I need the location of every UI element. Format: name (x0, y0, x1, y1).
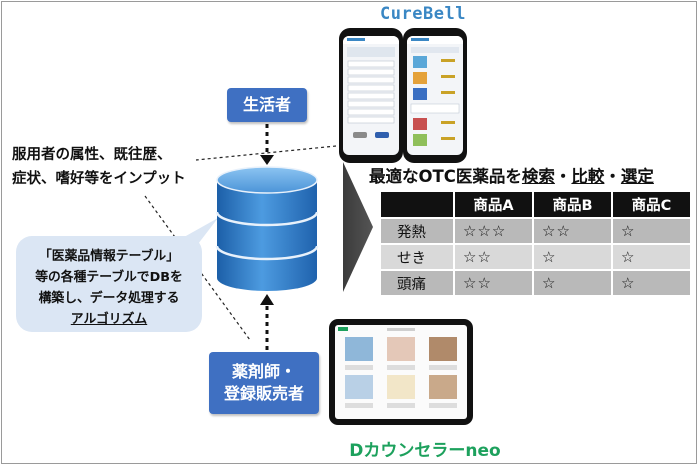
table-header-empty (379, 190, 455, 219)
rating-cell: ☆ (532, 269, 613, 297)
table-header-b: 商品B (532, 190, 613, 219)
title-search: 検索 (521, 167, 555, 186)
title-sep2: ・ (604, 167, 621, 186)
bubble-line3: 構築し、データ処理する (38, 291, 180, 306)
tablet-screenshot (329, 319, 473, 425)
phone-screenshot-right (403, 28, 467, 163)
rating-cell: ☆ (611, 217, 692, 245)
pharmacist-to-db-arrow (260, 294, 274, 350)
title-prefix: 最適なOTC医薬品を (369, 167, 522, 186)
tablet-screen-graphic (338, 327, 457, 408)
rating-cell: ☆☆☆ (453, 217, 534, 245)
row-label: せき (379, 243, 455, 271)
phone-screenshot-left (339, 28, 403, 163)
table-header-a: 商品A (453, 190, 534, 219)
rating-cell: ☆ (611, 269, 692, 297)
table-row: 頭痛 ☆☆ ☆ ☆ (379, 269, 692, 297)
database-cylinder-icon (215, 166, 319, 291)
rating-cell: ☆ (611, 243, 692, 271)
title-compare: 比較 (571, 167, 605, 186)
input-description: 服用者の属性、既往歴、 症状、嗜好等をインプット (12, 143, 202, 191)
pharmacist-line1: 薬剤師・ (231, 362, 296, 381)
row-label: 頭痛 (379, 269, 455, 297)
rating-cell: ☆ (532, 243, 613, 271)
table-row: せき ☆☆ ☆ ☆ (379, 243, 692, 271)
bubble-line1: 「医薬品情報テーブル」 (39, 249, 179, 264)
rating-cell: ☆☆ (453, 243, 534, 271)
bubble-line4: アルゴリズム (70, 312, 148, 327)
row-label: 発熱 (379, 217, 455, 245)
table-row: 発熱 ☆☆☆ ☆☆ ☆ (379, 217, 692, 245)
title-select: 選定 (620, 167, 654, 186)
consumer-to-db-arrow (260, 124, 274, 165)
phone-screen-graphic (407, 36, 463, 146)
comparison-table: 商品A 商品B 商品C 発熱 ☆☆☆ ☆☆ ☆ せき ☆☆ ☆ ☆ 頭痛 ☆☆ … (379, 190, 692, 297)
title-sep1: ・ (554, 167, 572, 186)
algorithm-bubble-text: 「医薬品情報テーブル」 等の各種テーブルでDBを 構築し、データ処理する アルゴ… (16, 246, 202, 330)
chevron-right-arrow-icon (343, 162, 373, 292)
rating-cell: ☆☆ (453, 269, 534, 297)
phone-screen (343, 36, 399, 155)
phone-screen-graphic (343, 36, 399, 138)
pharmacist-box: 薬剤師・ 登録販売者 (209, 352, 319, 414)
input-line1: 服用者の属性、既往歴、 (12, 147, 172, 163)
consumer-box: 生活者 (227, 88, 307, 122)
result-title: 最適なOTC医薬品を検索・比較・選定 (369, 163, 689, 187)
curebell-brand: CureBell (380, 4, 466, 24)
dcounselor-brand: Dカウンセラーneo (349, 441, 501, 461)
table-header-row: 商品A 商品B 商品C (379, 190, 692, 219)
phone-screen (407, 36, 463, 155)
tablet-screen (335, 325, 467, 419)
input-line2: 症状、嗜好等をインプット (12, 171, 186, 187)
table-header-c: 商品C (611, 190, 692, 219)
algorithm-bubble (16, 236, 202, 332)
bubble-line2: 等の各種テーブルでDBを (35, 270, 183, 285)
rating-cell: ☆☆ (532, 217, 613, 245)
pharmacist-line2: 登録販売者 (223, 384, 304, 403)
